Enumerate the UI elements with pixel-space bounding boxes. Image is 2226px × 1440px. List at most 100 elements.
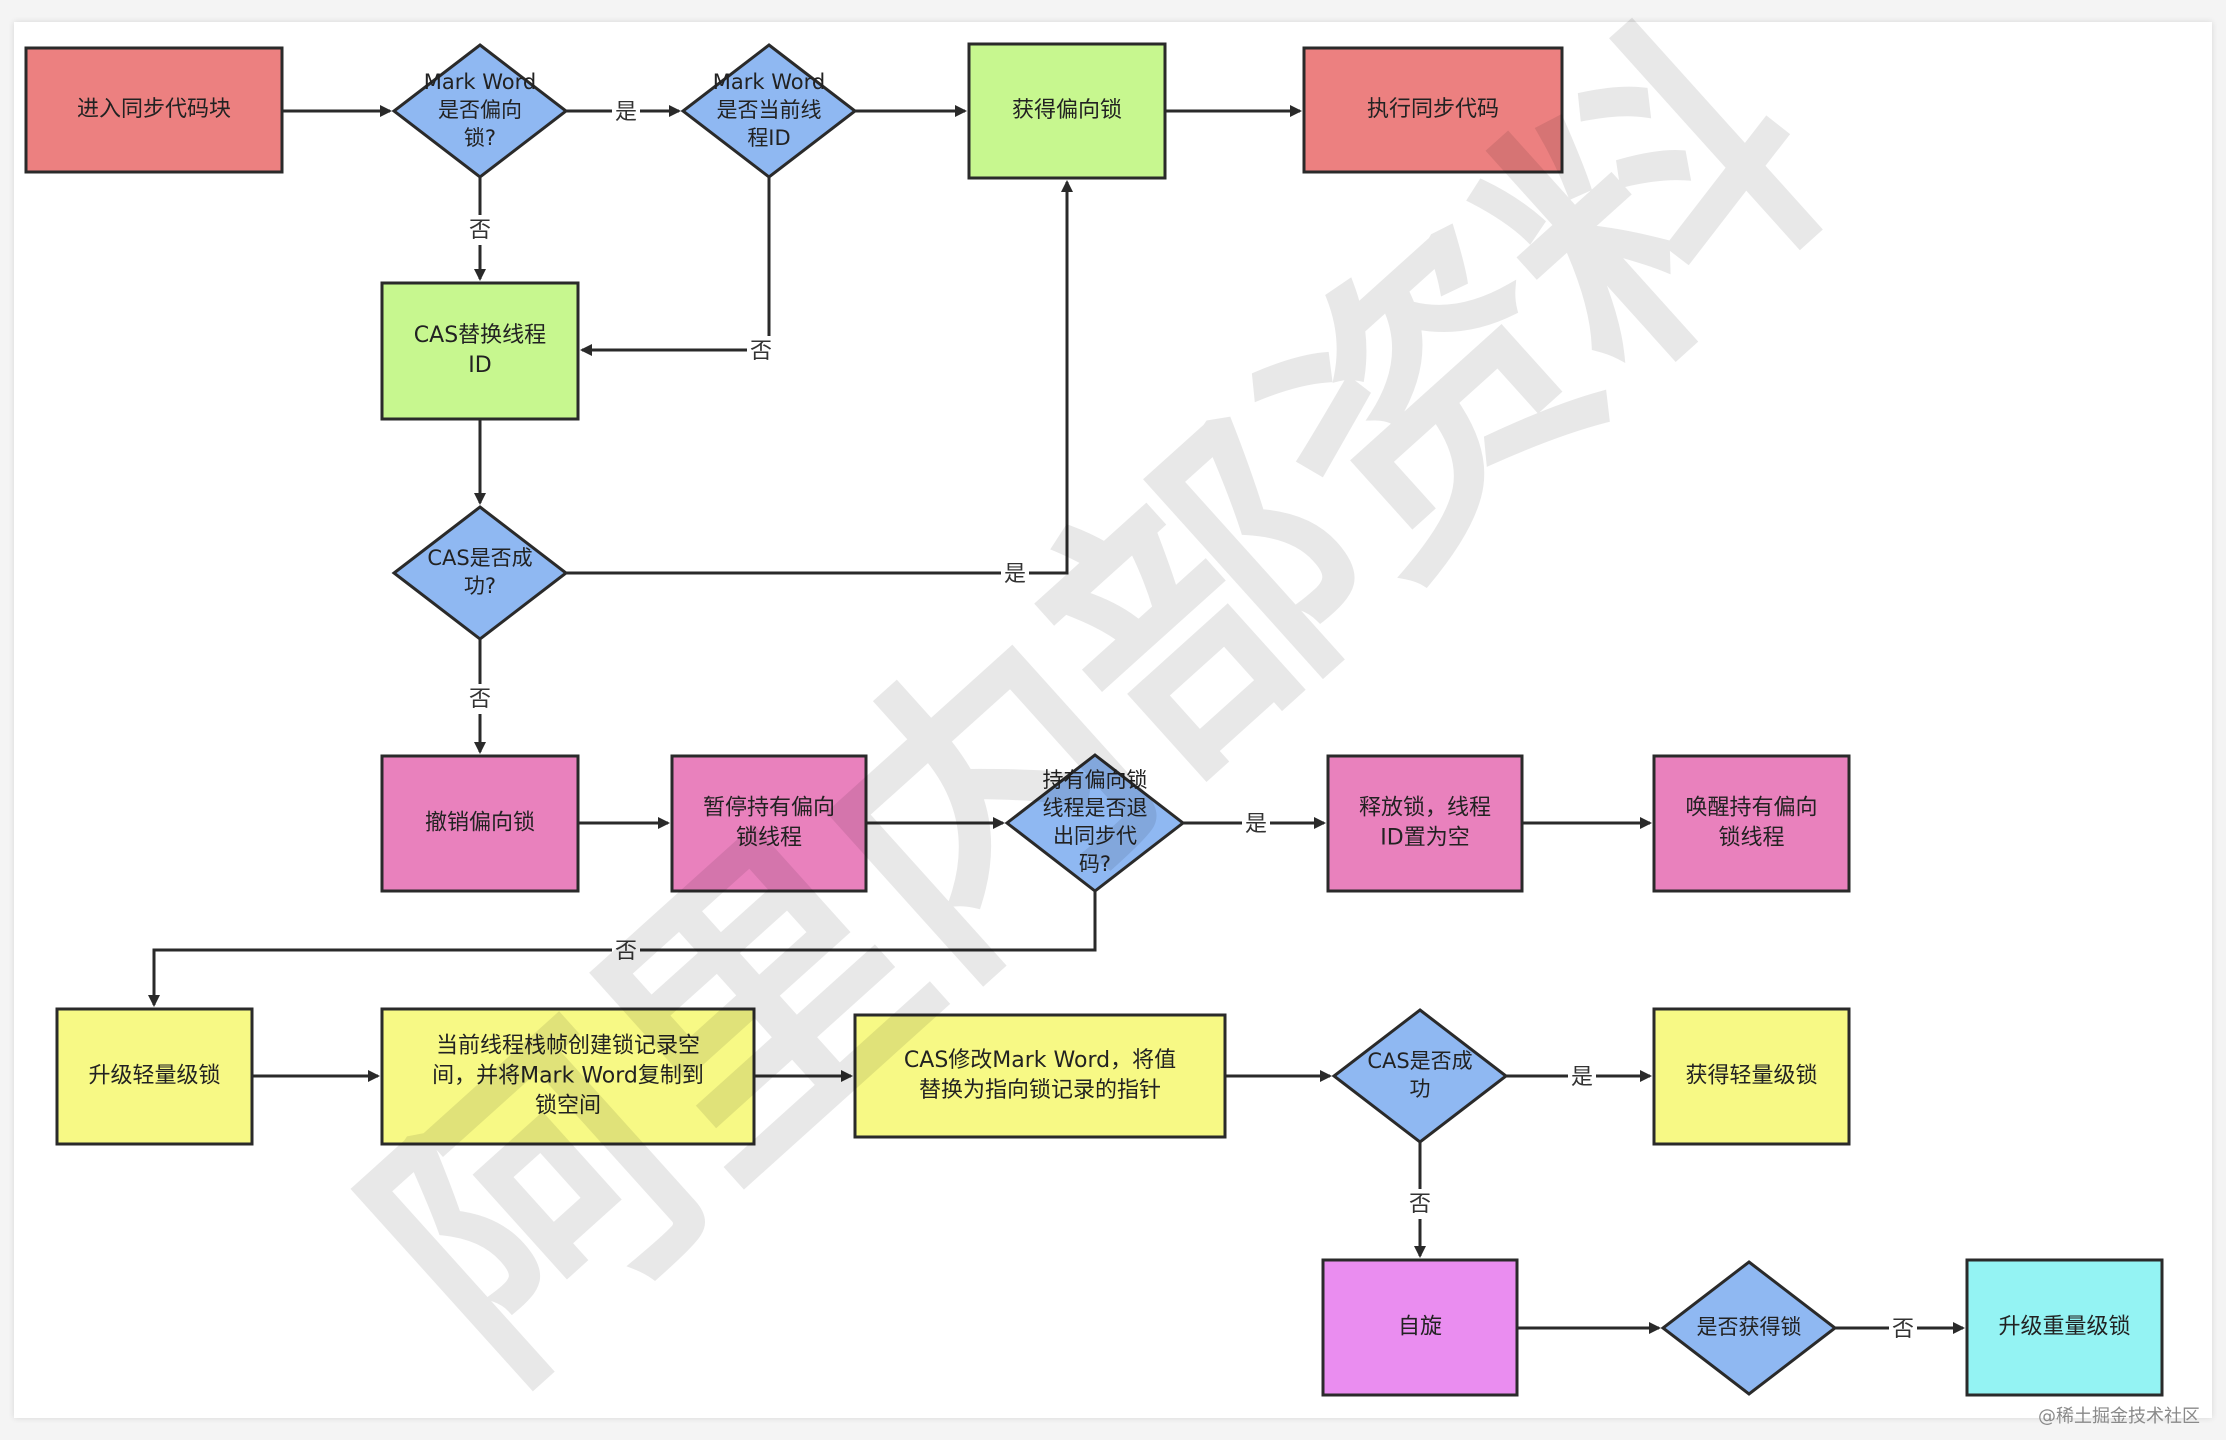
node-label-line: Mark Word xyxy=(713,70,825,94)
edge-label: 否 xyxy=(469,218,491,243)
edge-label-background xyxy=(747,336,775,366)
node-label-line: 升级轻量级锁 xyxy=(88,1064,220,1089)
node-label-line: 撤销偏向锁 xyxy=(425,811,535,836)
process-box xyxy=(380,281,580,421)
diagram-card xyxy=(14,22,2212,1418)
edge-label: 是 xyxy=(1245,812,1267,837)
node-label-line: 执行同步代码 xyxy=(1367,97,1499,122)
process-box xyxy=(1965,1258,2164,1397)
node-label-line: 间，并将Mark Word复制到 xyxy=(432,1064,704,1089)
node-label-line: 功 xyxy=(1410,1077,1431,1101)
edge-label-background xyxy=(1568,1062,1596,1092)
node-label-line: 释放锁，线程 xyxy=(1359,796,1491,821)
watermark: 阿里内部资料 xyxy=(313,0,1884,1436)
decision-diamond xyxy=(680,43,858,179)
process-box xyxy=(853,1013,1227,1139)
decision-diamond xyxy=(1004,753,1186,893)
node-spin: 自旋 xyxy=(1321,1258,1519,1397)
node-label-line: 锁? xyxy=(464,126,496,150)
node-revoke-biased: 撤销偏向锁 xyxy=(380,754,580,893)
node-get-biased: 获得偏向锁 xyxy=(967,42,1167,180)
node-label-line: 出同步代 xyxy=(1053,824,1137,848)
edge-label-background xyxy=(1001,559,1029,589)
credit-text: @稀土掘金技术社区 xyxy=(2038,1406,2200,1427)
node-exec-sync: 执行同步代码 xyxy=(1302,46,1564,174)
process-box xyxy=(1652,1007,1851,1146)
edge-label: 是 xyxy=(615,100,637,125)
node-label-line: 功? xyxy=(464,574,496,598)
decision-diamond xyxy=(1331,1008,1509,1144)
process-box xyxy=(380,1007,756,1146)
edge-label-background xyxy=(1242,809,1270,839)
edge-check_thread_id-to-cas_replace xyxy=(580,177,771,356)
edge-label-background xyxy=(466,215,494,245)
edge-label: 否 xyxy=(750,339,772,364)
node-label-line: 唤醒持有偏向 xyxy=(1685,796,1817,821)
node-label-line: ID xyxy=(468,353,491,378)
process-box xyxy=(1321,1258,1519,1397)
edge-cas_success_1-to-get_biased xyxy=(566,180,1073,575)
node-release-lock: 释放锁，线程 ID置为空 xyxy=(1326,754,1524,893)
process-box xyxy=(1326,754,1524,893)
edge-label: 是 xyxy=(1571,1065,1593,1090)
process-box xyxy=(670,754,868,893)
node-label-line: 暂停持有偏向 xyxy=(703,796,835,821)
node-label-line: 锁空间 xyxy=(535,1094,601,1119)
process-box xyxy=(380,754,580,893)
node-label-line: 线程是否退 xyxy=(1043,796,1148,820)
edge-label: 否 xyxy=(615,939,637,964)
node-label-line: Mark Word xyxy=(424,70,536,94)
node-label-line: 码? xyxy=(1079,852,1111,876)
node-label-line: 锁线程 xyxy=(736,826,802,851)
decision-diamond xyxy=(391,43,569,179)
node-label-line: CAS是否成 xyxy=(1367,1049,1472,1073)
decision-diamond xyxy=(1660,1260,1838,1396)
node-label-line: 持有偏向锁 xyxy=(1043,768,1148,792)
node-label-line: 获得轻量级锁 xyxy=(1685,1064,1817,1089)
node-get-light: 获得轻量级锁 xyxy=(1652,1007,1851,1146)
node-label-line: ID置为空 xyxy=(1380,826,1469,851)
edge-label-background xyxy=(466,684,494,714)
node-label-line: 当前线程栈帧创建锁记录空 xyxy=(436,1034,700,1059)
edge-label-background xyxy=(1406,1189,1434,1219)
node-enter-sync: 进入同步代码块 xyxy=(24,46,284,174)
process-box xyxy=(55,1007,254,1146)
node-label-line: 进入同步代码块 xyxy=(77,97,231,122)
node-upgrade-heavy: 升级重量级锁 xyxy=(1965,1258,2164,1397)
node-label-line: 是否获得锁 xyxy=(1697,1315,1802,1339)
node-label-line: 程ID xyxy=(747,126,790,150)
process-box xyxy=(967,42,1167,180)
node-label-line: CAS是否成 xyxy=(427,546,532,570)
edge-label: 否 xyxy=(469,687,491,712)
decision-diamond xyxy=(391,505,569,641)
node-label-line: 是否当前线 xyxy=(717,98,822,122)
node-got-lock: 是否获得锁 xyxy=(1660,1260,1838,1396)
edge-label: 否 xyxy=(1892,1317,1914,1342)
edge-label: 否 xyxy=(1409,1192,1431,1217)
edge-label-background xyxy=(1889,1314,1917,1344)
edge-label-background xyxy=(612,97,640,127)
node-label-line: 替换为指向锁记录的指针 xyxy=(919,1078,1161,1103)
node-label-line: 锁线程 xyxy=(1718,826,1784,851)
edge-label-background xyxy=(612,936,640,966)
node-label-line: 自旋 xyxy=(1398,1315,1442,1340)
node-upgrade-light: 升级轻量级锁 xyxy=(55,1007,254,1146)
watermark-text: 阿里内部资料 xyxy=(313,0,1884,1436)
node-label-line: 获得偏向锁 xyxy=(1012,98,1122,123)
process-box xyxy=(24,46,284,174)
node-label-line: 升级重量级锁 xyxy=(1998,1315,2130,1340)
edge-label: 是 xyxy=(1004,562,1026,587)
node-label-line: CAS修改Mark Word，将值 xyxy=(904,1048,1176,1073)
